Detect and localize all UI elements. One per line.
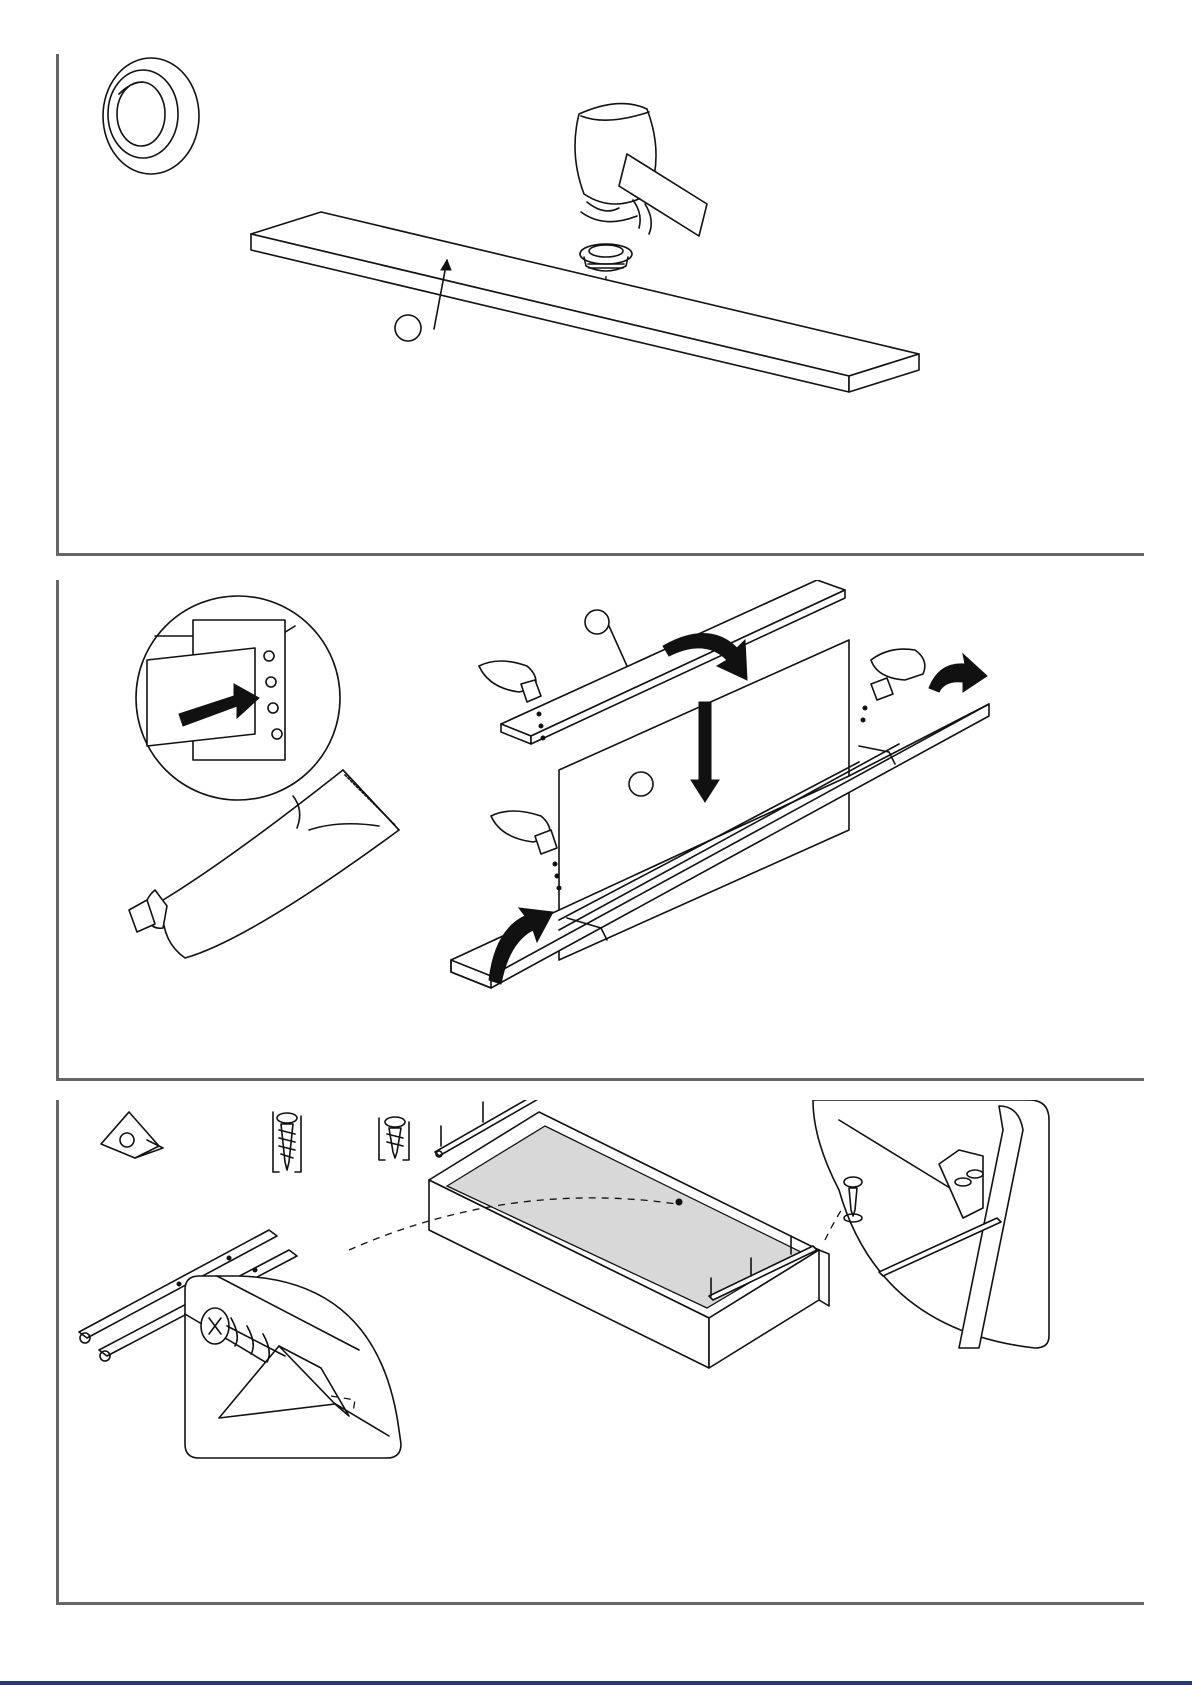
part-callout-back bbox=[629, 772, 653, 796]
long-screw-part-icon bbox=[273, 1112, 301, 1172]
mallet-icon bbox=[575, 104, 707, 236]
step-2-illustration bbox=[59, 580, 1144, 1078]
step-3-illustration bbox=[59, 1100, 1144, 1602]
step-1-illustration bbox=[59, 54, 1144, 553]
short-screw-part-icon bbox=[379, 1117, 409, 1160]
cabinet-assembly bbox=[451, 580, 989, 988]
step-3-panel bbox=[56, 1100, 1144, 1605]
runner-screw-detail-callout bbox=[813, 1100, 1049, 1348]
glue-tube-icon bbox=[129, 770, 399, 958]
part-callout-top bbox=[585, 610, 609, 634]
drawer-box bbox=[349, 1100, 879, 1368]
corner-bracket-part-icon bbox=[101, 1112, 163, 1158]
footer-rule bbox=[0, 1681, 1192, 1685]
bracket-screw-detail-callout bbox=[185, 1276, 401, 1458]
part-callout bbox=[395, 315, 421, 341]
step-1-panel bbox=[56, 54, 1144, 556]
board-part bbox=[251, 212, 919, 392]
step-2-panel bbox=[56, 580, 1144, 1081]
dowel-detail-callout bbox=[136, 596, 340, 800]
grommet-part-icon bbox=[103, 58, 199, 174]
